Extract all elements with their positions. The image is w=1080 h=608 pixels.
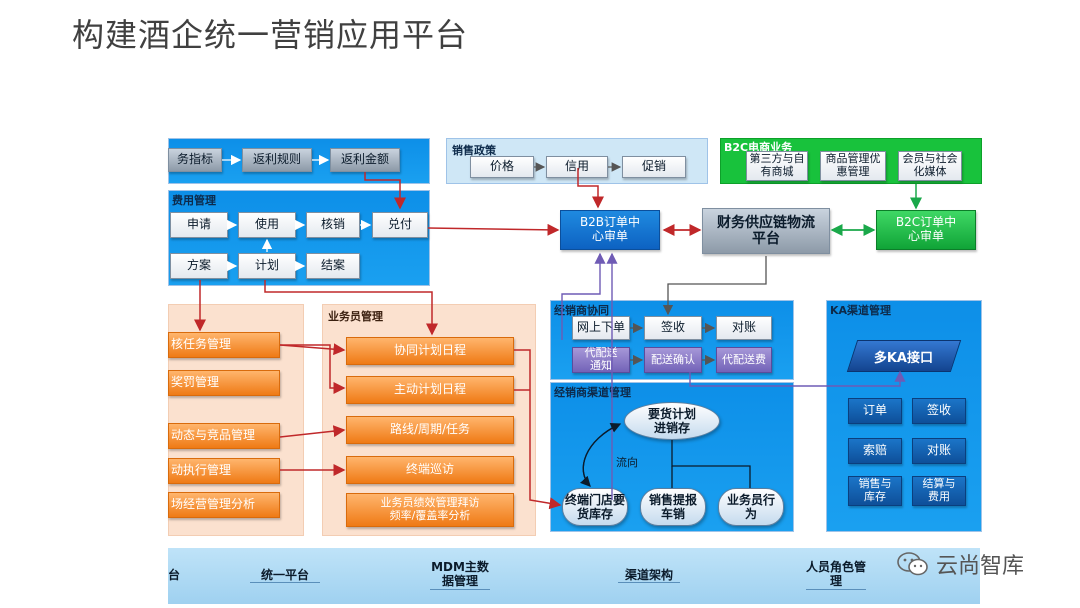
flow-label: 流向 (616, 456, 638, 469)
finance-supply-platform[interactable]: 财务供应链物流平台 (702, 208, 830, 254)
dark-arrows (630, 256, 767, 366)
product-mgmt-box[interactable]: 商品管理优惠管理 (820, 151, 886, 181)
b2b-order-center[interactable]: B2B订单中心审单 (560, 210, 660, 250)
left-item-4[interactable]: 动执行管理 (168, 458, 280, 484)
reconcile-box[interactable]: 对账 (716, 316, 772, 340)
credit-box[interactable]: 信用 (546, 156, 608, 178)
active-schedule-box[interactable]: 主动计划日程 (346, 376, 514, 404)
sales-report-oval[interactable]: 销售提报车销 (640, 488, 706, 526)
rebate-arrows (222, 154, 372, 272)
channel-arrows (579, 423, 751, 488)
wechat-icon (897, 552, 928, 576)
redeem-box[interactable]: 兑付 (372, 212, 428, 238)
member-social-box[interactable]: 会员与社会化媒体 (898, 151, 962, 181)
writeoff-box[interactable]: 核销 (306, 212, 360, 238)
promotion-box[interactable]: 促销 (622, 156, 686, 178)
delivery-confirm-box[interactable]: 配送确认 (644, 347, 702, 373)
expense-caption: 费用管理 (172, 194, 216, 207)
bottom-item-platform-stub: 台 (168, 568, 181, 582)
route-cycle-box[interactable]: 路线/周期/任务 (346, 416, 514, 444)
ka-settlement-box[interactable]: 结算与费用 (912, 476, 966, 506)
sign-receipt-box[interactable]: 签收 (644, 316, 702, 340)
bottom-item-roles[interactable]: 人员角色管理 (806, 560, 867, 590)
bottom-item-mdm[interactable]: MDM主数据管理 (430, 560, 490, 590)
bottom-platform-bar (168, 548, 980, 604)
dealer-collab-caption: 经销商协同 (554, 304, 609, 317)
ka-sign-box[interactable]: 签收 (912, 398, 966, 424)
b2c-business-caption: B2C电商业务 (724, 141, 793, 154)
rebate-rule-box[interactable]: 返利规则 (242, 148, 312, 172)
red-arrows (194, 168, 702, 510)
delivery-notice-box[interactable]: 代配送通知 (572, 347, 630, 373)
close-case-box[interactable]: 结案 (306, 253, 360, 279)
purple-arrows (561, 252, 906, 500)
ka-reconcile-box[interactable]: 对账 (912, 438, 966, 464)
rebate-amount-box[interactable]: 返利金额 (330, 148, 400, 172)
collab-schedule-box[interactable]: 协同计划日程 (346, 337, 514, 365)
ka-caption: KA渠道管理 (830, 304, 892, 317)
watermark: 云尚智库 (896, 548, 1024, 580)
ka-claim-box[interactable]: 索赔 (848, 438, 902, 464)
terminal-visit-box[interactable]: 终端巡访 (346, 456, 514, 484)
plan-box[interactable]: 方案 (170, 253, 228, 279)
performance-box[interactable]: 业务员绩效管理拜访频率/覆盖率分析 (346, 493, 514, 527)
bottom-item-unified[interactable]: 统一平台 (250, 568, 320, 584)
rebate-task-box[interactable]: 务指标 (168, 148, 222, 172)
ka-order-box[interactable]: 订单 (848, 398, 902, 424)
left-item-5[interactable]: 场经营管理分析 (168, 492, 280, 518)
sales-policy-caption: 销售政策 (452, 144, 496, 157)
use-box[interactable]: 使用 (238, 212, 296, 238)
green-arrows (830, 184, 922, 236)
apply-box[interactable]: 申请 (170, 212, 228, 238)
b2c-order-center[interactable]: B2C订单中心审单 (876, 210, 976, 250)
online-order-box[interactable]: 网上下单 (572, 316, 630, 340)
delivery-fee-box[interactable]: 代配送费 (716, 347, 772, 373)
price-box[interactable]: 价格 (470, 156, 534, 178)
left-item-3[interactable]: 动态与竞品管理 (168, 423, 280, 449)
page-title: 构建酒企统一营销应用平台 (72, 16, 469, 54)
watermark-text: 云尚智库 (936, 554, 1025, 579)
left-item-2[interactable]: 奖罚管理 (168, 370, 280, 396)
bottom-item-channel[interactable]: 渠道架构 (618, 568, 680, 584)
terminal-store-oval[interactable]: 终端门店要货库存 (562, 488, 628, 526)
salesman-caption: 业务员管理 (328, 310, 383, 323)
salesman-behavior-oval[interactable]: 业务员行为 (718, 488, 784, 526)
purchase-plan-oval[interactable]: 要货计划进销存 (624, 402, 720, 440)
third-party-mall-box[interactable]: 第三方与自有商城 (746, 151, 808, 181)
schedule-box[interactable]: 计划 (238, 253, 296, 279)
ka-sales-inventory-box[interactable]: 销售与库存 (848, 476, 902, 506)
left-item-1[interactable]: 核任务管理 (168, 332, 280, 358)
